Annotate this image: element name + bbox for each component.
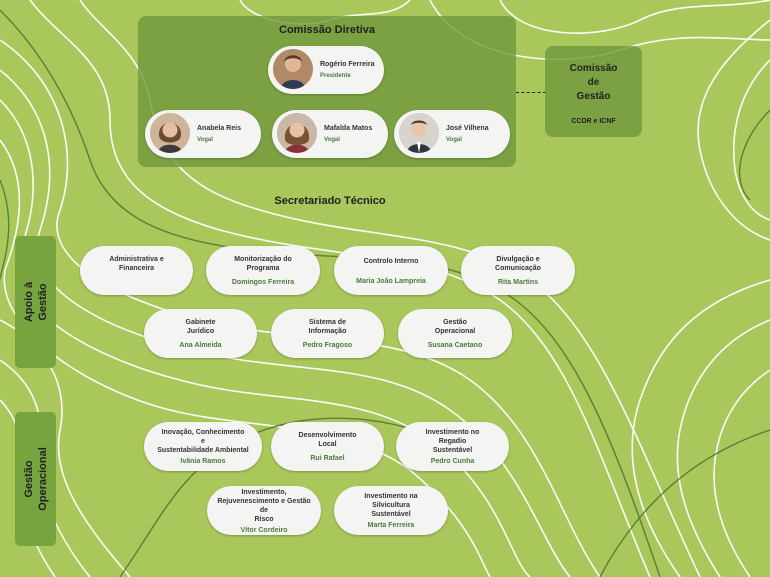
person-name: José Vilhena <box>446 125 489 132</box>
unit-monitorizacao-programa[interactable]: Monitorização do Programa Domingos Ferre… <box>206 246 320 295</box>
unit-title-line: Divulgação e <box>490 255 545 264</box>
unit-title-line: Regadio <box>433 437 473 446</box>
unit-rejuvenescimento-risco[interactable]: Investimento, Rejuvenescimento e Gestão … <box>207 486 321 535</box>
dashed-connector <box>516 92 546 93</box>
unit-title-line: Sustentável <box>427 446 478 455</box>
unit-inovacao-conhecimento[interactable]: Inovação, Conhecimento e Sustentabilidad… <box>144 422 262 471</box>
unit-person: Vítor Cordeiro <box>240 527 287 534</box>
unit-title-line: e <box>195 437 211 446</box>
unit-title-line: Comunicação <box>489 264 547 273</box>
avatar <box>399 113 439 153</box>
unit-title-line: Sustentabilidade Ambiental <box>151 446 255 455</box>
avatar <box>273 49 313 89</box>
unit-divulgacao-comunicacao[interactable]: Divulgação e Comunicação Rita Martins <box>461 246 575 295</box>
unit-title-line: Sustentável <box>365 510 416 519</box>
side-label-line: Gestão <box>22 447 36 511</box>
person-role: Presidente <box>320 73 351 79</box>
avatar <box>150 113 190 153</box>
unit-title-line: Sistema de <box>303 318 352 327</box>
person-name: Anabela Reis <box>197 125 241 132</box>
unit-title-line: Inovação, Conhecimento <box>156 428 251 437</box>
unit-person: Pedro Fragoso <box>303 342 352 349</box>
person-role: Vogal <box>197 137 213 143</box>
unit-person: Pedro Cunha <box>431 458 475 465</box>
unit-title-line: Silvicultura <box>366 501 416 510</box>
secretariado-title: Secretariado Técnico <box>230 195 430 207</box>
unit-person: Susana Caetano <box>428 342 482 349</box>
gestao-title-line: Comissão <box>545 62 642 76</box>
vogal-card[interactable]: José Vilhena Vogal <box>394 110 510 158</box>
unit-administrativa-financeira[interactable]: Administrativa e Financeira <box>80 246 193 295</box>
presidente-card[interactable]: Rogério Ferreira Presidente <box>268 46 384 94</box>
unit-title-line: Programa <box>241 264 286 273</box>
gestao-title-line: de <box>545 76 642 90</box>
person-role: Vogal <box>324 137 340 143</box>
unit-person: Rita Martins <box>498 279 538 286</box>
side-label-line: Gestão <box>36 282 50 322</box>
unit-title-line: Controlo Interno <box>358 257 425 266</box>
vogal-card[interactable]: Mafalda Matos Vogal <box>272 110 388 158</box>
unit-title-line: Rejuvenescimento e Gestão de <box>207 497 321 515</box>
unit-person: Ana Almeida <box>179 342 221 349</box>
person-role: Vogal <box>446 137 462 143</box>
unit-title-line: Informação <box>303 327 353 336</box>
unit-title-line: Gabinete <box>180 318 222 327</box>
unit-regadio-sustentavel[interactable]: Investimento no Regadio Sustentável Pedr… <box>396 422 509 471</box>
comissao-gestao-title: Comissão de Gestão <box>545 62 642 104</box>
unit-silvicultura-sustentavel[interactable]: Investimento na Silvicultura Sustentável… <box>334 486 448 535</box>
unit-person: Maria João Lampreia <box>356 278 426 285</box>
unit-person: Rui Rafael <box>310 455 344 462</box>
unit-title-line: Investimento, <box>235 488 292 497</box>
side-label-line: Apoio à <box>22 282 36 322</box>
unit-person: Domingos Ferreira <box>232 279 294 286</box>
avatar <box>277 113 317 153</box>
unit-title-line: Financeira <box>113 264 160 273</box>
comissao-gestao-subtitle: CCDR e ICNF <box>545 118 642 125</box>
side-label-line: Operacional <box>36 447 50 511</box>
vogal-card[interactable]: Anabela Reis Vogal <box>145 110 261 158</box>
unit-sistema-informacao[interactable]: Sistema de Informação Pedro Fragoso <box>271 309 384 358</box>
unit-title-line: Investimento no <box>420 428 486 437</box>
unit-gabinete-juridico[interactable]: Gabinete Jurídico Ana Almeida <box>144 309 257 358</box>
unit-gestao-operacional[interactable]: Gestão Operacional Susana Caetano <box>398 309 512 358</box>
person-name: Mafalda Matos <box>324 125 372 132</box>
person-name: Rogério Ferreira <box>320 61 374 68</box>
unit-desenvolvimento-local[interactable]: Desenvolvimento Local Rui Rafael <box>271 422 384 471</box>
unit-title-line: Operacional <box>429 327 481 336</box>
unit-title-line: Investimento na <box>358 492 423 501</box>
unit-title-line: Desenvolvimento <box>293 431 363 440</box>
unit-title-line: Risco <box>248 515 279 524</box>
unit-controlo-interno[interactable]: Controlo Interno Maria João Lampreia <box>334 246 448 295</box>
unit-title-line: Jurídico <box>181 327 220 336</box>
unit-title-line: Monitorização do <box>228 255 298 264</box>
unit-title-line: Local <box>312 440 342 449</box>
comissao-diretiva-title: Comissão Diretiva <box>138 24 516 36</box>
unit-person: Ivânia Ramos <box>180 458 225 465</box>
gestao-title-line: Gestão <box>545 90 642 104</box>
unit-title-line: Administrativa e <box>103 255 169 264</box>
unit-title-line: Gestão <box>437 318 473 327</box>
unit-person: Marta Ferreira <box>368 522 415 529</box>
